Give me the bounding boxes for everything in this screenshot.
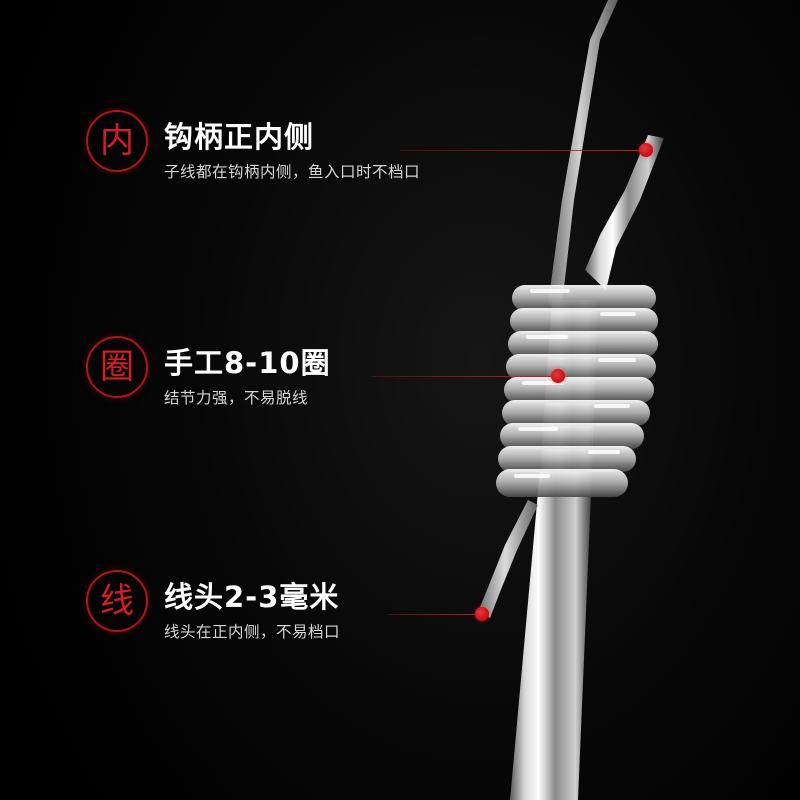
feature-badge: 内 [86,110,148,172]
feature-description: 线头在正内侧，不易档口 [164,623,341,641]
callout-line-tag-end [388,614,476,615]
callout-dot-wraps [551,369,565,383]
callout-line-inner-side [400,150,640,151]
leader-line [548,0,618,305]
hook-shank [510,470,592,800]
callout-dot-tag-end [475,607,489,621]
feature-badge: 圈 [86,336,148,398]
hook-top [585,135,664,290]
feature-description: 结节力强，不易脱线 [164,389,309,407]
callout-line-wraps [372,376,552,377]
feature-title: 线头2-3毫米 [164,580,340,614]
feature-title: 钩柄正内侧 [164,120,315,154]
coil-wraps [496,285,658,497]
feature-badge: 线 [86,570,148,632]
callout-dot-inner-side [639,143,653,157]
tag-end-line [478,500,538,618]
feature-title: 手工8-10圈 [164,346,331,380]
feature-description: 子线都在钩柄内侧，鱼入口时不档口 [164,163,421,181]
